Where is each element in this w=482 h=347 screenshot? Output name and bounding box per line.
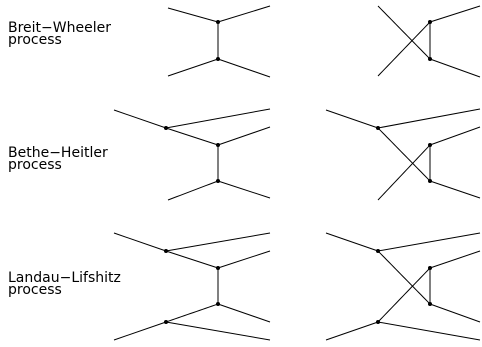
photon-line [377, 144, 431, 201]
label-landau-lifshitz: Landau−Lifshitz process [8, 270, 121, 298]
fermion-line [429, 303, 481, 323]
vertex-dot [428, 266, 432, 270]
photon-line [377, 127, 431, 182]
fermion-line [165, 232, 271, 252]
vertex-dot [376, 126, 380, 130]
fermion-line [113, 232, 167, 252]
fermion-line [165, 108, 271, 129]
fermion-line [377, 232, 481, 252]
fermion-line [217, 5, 271, 23]
label-bethe-heitler: Bethe−Heitler process [8, 145, 108, 173]
fermion-line [165, 321, 271, 341]
vertex-dot [216, 57, 220, 61]
photon-line [167, 7, 219, 23]
fermion-line [429, 180, 481, 199]
vertex-dot [428, 20, 432, 24]
fermion-line [217, 303, 271, 323]
photon-line [165, 303, 219, 323]
label-bethe-heitler-line1: Bethe−Heitler [8, 145, 108, 161]
fermion-line [217, 180, 271, 199]
fermion-line [113, 321, 167, 341]
photon-line [377, 5, 431, 60]
label-landau-lifshitz-line2: process [8, 282, 62, 298]
vertex-dot [376, 249, 380, 253]
photon-line [165, 250, 219, 269]
fermion-line [217, 126, 271, 146]
fermion-line [217, 58, 271, 78]
vertex-dot [376, 320, 380, 324]
fermion-line [377, 108, 481, 129]
label-breit-wheeler: Breit−Wheeler process [8, 20, 111, 48]
label-breit-wheeler-line2: process [8, 32, 62, 48]
fermion-line [325, 321, 379, 341]
label-bethe-heitler-line2: process [8, 157, 62, 173]
photon-line [165, 127, 219, 146]
vertex-dot [164, 126, 168, 130]
label-landau-lifshitz-line1: Landau−Lifshitz [8, 270, 121, 286]
vertex-dot [216, 302, 220, 306]
vertex-dot [428, 302, 432, 306]
vertex-dot [428, 57, 432, 61]
photon-line [377, 267, 431, 323]
fermion-line [429, 126, 481, 146]
fermion-line [325, 232, 379, 252]
photon-line [167, 58, 219, 77]
fermion-line [217, 250, 271, 269]
vertex-dot [428, 143, 432, 147]
vertex-dot [216, 179, 220, 183]
vertex-dot [164, 320, 168, 324]
photon-line [167, 180, 219, 201]
fermion-line [377, 321, 481, 341]
vertex-dot [216, 20, 220, 24]
photon-line [377, 21, 431, 77]
vertex-dot [428, 179, 432, 183]
photon-line [377, 250, 431, 305]
vertex-dot [216, 266, 220, 270]
vertex-dot [216, 143, 220, 147]
fermion-line [113, 109, 167, 129]
fermion-line [429, 5, 481, 23]
fermion-line [325, 109, 379, 129]
fermion-line [429, 250, 481, 269]
vertex-dot [164, 249, 168, 253]
fermion-line [429, 58, 481, 78]
label-breit-wheeler-line1: Breit−Wheeler [8, 20, 111, 36]
